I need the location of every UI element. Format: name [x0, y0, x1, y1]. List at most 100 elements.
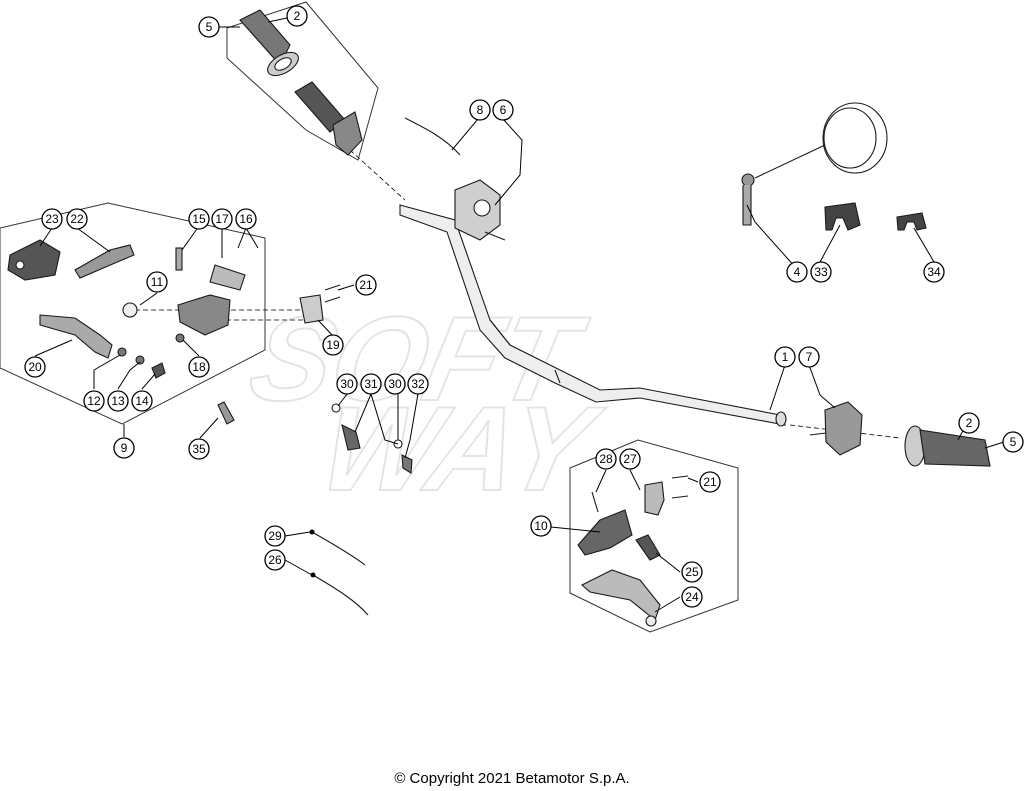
callout-4: 4 — [786, 261, 808, 283]
group-box-brake-lever — [569, 439, 739, 633]
callout-25: 25 — [681, 561, 703, 583]
axis-throttle — [349, 149, 406, 201]
callout-8: 8 — [469, 99, 491, 121]
callout-12: 12 — [83, 390, 105, 412]
svg-text:20: 20 — [28, 360, 42, 374]
callout-23: 23 — [41, 208, 63, 230]
callout-10: 10 — [530, 515, 552, 537]
svg-text:23: 23 — [45, 212, 59, 226]
callout-24: 24 — [681, 586, 703, 608]
callout-33: 33 — [810, 261, 832, 283]
callout-34: 34 — [923, 261, 945, 283]
svg-text:2: 2 — [966, 416, 973, 430]
callout-13: 13 — [107, 390, 129, 412]
svg-text:12: 12 — [87, 394, 101, 408]
svg-text:16: 16 — [239, 212, 253, 226]
svg-text:14: 14 — [135, 394, 149, 408]
watermark: SOFT WAY — [239, 290, 615, 516]
svg-text:5: 5 — [1010, 435, 1017, 449]
callout-5-right: 5 — [1002, 431, 1024, 453]
copyright-footer: © Copyright 2021 Betamotor S.p.A. — [394, 770, 630, 787]
fasteners-30-31-32 — [331, 403, 413, 474]
throttle-grip — [239, 9, 363, 156]
left-switch — [454, 179, 506, 241]
mirror — [741, 102, 888, 226]
callout-2-top: 2 — [286, 5, 308, 27]
axis-right — [789, 424, 901, 439]
svg-text:15: 15 — [192, 212, 206, 226]
svg-text:30: 30 — [388, 377, 402, 391]
callout-30-b: 30 — [384, 373, 406, 395]
clamp-19 — [299, 284, 341, 324]
group-box-clutch-lever — [0, 202, 266, 425]
svg-text:1: 1 — [782, 350, 789, 364]
callout-9: 9 — [113, 437, 135, 459]
svg-text:24: 24 — [685, 590, 699, 604]
svg-text:32: 32 — [411, 377, 425, 391]
cable-29-end — [309, 529, 315, 535]
callout-32: 32 — [407, 373, 429, 395]
callout-19: 19 — [322, 334, 344, 356]
callout-17: 17 — [211, 208, 233, 230]
svg-text:31: 31 — [364, 377, 378, 391]
throttle-cable-top — [404, 117, 461, 156]
callout-16: 16 — [235, 208, 257, 230]
svg-text:33: 33 — [814, 265, 828, 279]
svg-text:34: 34 — [927, 265, 941, 279]
callout-26: 26 — [264, 549, 286, 571]
svg-text:26: 26 — [268, 553, 282, 567]
svg-text:11: 11 — [151, 275, 164, 289]
svg-text:29: 29 — [268, 529, 282, 543]
callout-28: 28 — [595, 448, 617, 470]
callout-21-right: 21 — [699, 471, 721, 493]
right-grip — [904, 425, 991, 467]
svg-text:6: 6 — [500, 103, 507, 117]
brake-parts — [577, 475, 689, 627]
svg-text:9: 9 — [121, 441, 128, 455]
callout-6: 6 — [492, 99, 514, 121]
svg-text:25: 25 — [685, 565, 699, 579]
cable-26-end — [310, 572, 316, 578]
callout-11: 11 — [146, 271, 168, 293]
svg-text:10: 10 — [534, 519, 548, 533]
mirror-clamp-34 — [896, 212, 927, 231]
leader-lines — [34, 17, 1005, 613]
svg-text:27: 27 — [623, 452, 637, 466]
svg-text:28: 28 — [599, 452, 613, 466]
svg-text:7: 7 — [806, 350, 813, 364]
callout-18: 18 — [188, 356, 210, 378]
callout-7: 7 — [798, 346, 820, 368]
callouts: 1 2 2 4 5 5 6 7 8 9 10 11 12 13 14 15 16… — [24, 5, 1024, 608]
cable-29 — [311, 531, 366, 566]
svg-text:13: 13 — [111, 394, 125, 408]
svg-text:21: 21 — [359, 278, 373, 292]
svg-text:4: 4 — [794, 265, 801, 279]
handlebar — [399, 204, 787, 427]
callout-31: 31 — [360, 373, 382, 395]
svg-text:21: 21 — [703, 475, 717, 489]
cable-26 — [312, 574, 369, 616]
callout-1: 1 — [774, 346, 796, 368]
callout-35: 35 — [188, 438, 210, 460]
svg-text:19: 19 — [326, 338, 340, 352]
svg-text:22: 22 — [70, 212, 84, 226]
part-35 — [217, 401, 235, 425]
svg-text:17: 17 — [215, 212, 229, 226]
callout-5-top: 5 — [198, 16, 220, 38]
callout-14: 14 — [131, 390, 153, 412]
callout-20: 20 — [24, 356, 46, 378]
group-box-throttle — [226, 1, 379, 161]
callout-29: 29 — [264, 525, 286, 547]
svg-text:5: 5 — [206, 20, 213, 34]
callout-30-a: 30 — [336, 373, 358, 395]
callout-2-right: 2 — [958, 412, 980, 434]
callout-15: 15 — [188, 208, 210, 230]
svg-text:35: 35 — [192, 442, 206, 456]
svg-text:18: 18 — [192, 360, 206, 374]
callout-22: 22 — [66, 208, 88, 230]
svg-text:30: 30 — [340, 377, 354, 391]
callout-21-left: 21 — [355, 274, 377, 296]
mirror-clamp-33 — [824, 202, 861, 231]
svg-text:8: 8 — [477, 103, 484, 117]
